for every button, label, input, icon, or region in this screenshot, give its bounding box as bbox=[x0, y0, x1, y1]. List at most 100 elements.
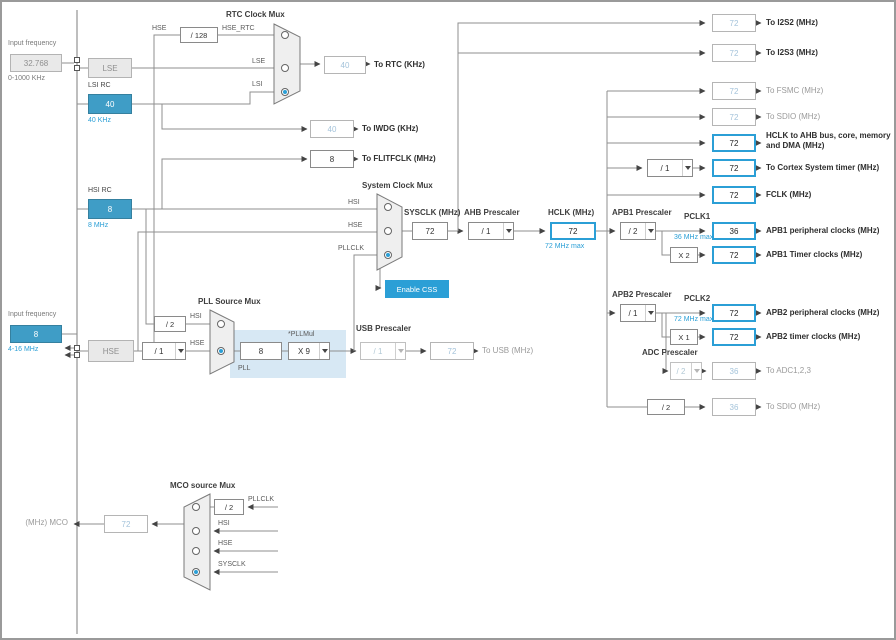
pll-input-value-box: 8 bbox=[240, 342, 282, 360]
cortex-prescaler-value: / 1 bbox=[660, 163, 670, 173]
chevron-down-icon bbox=[645, 223, 655, 239]
pll-tag-label: PLL bbox=[238, 365, 251, 372]
sdio-top-output-label: To SDIO (MHz) bbox=[766, 112, 821, 121]
mco-hsi-label: HSI bbox=[218, 520, 230, 527]
apb2-prescaler-select[interactable]: / 1 bbox=[620, 304, 656, 322]
sdio-value-box: 36 bbox=[712, 398, 756, 416]
mco-value-box: 72 bbox=[104, 515, 148, 533]
lse-input-frequency-label: Input frequency bbox=[8, 40, 57, 47]
hse-rtc-label: HSE_RTC bbox=[222, 25, 255, 32]
pll-hsi-label: HSI bbox=[190, 313, 202, 320]
fclk-value-field[interactable]: 72 bbox=[712, 186, 756, 204]
osc-in-pin bbox=[74, 345, 80, 351]
mco-radio-sysclk[interactable] bbox=[192, 568, 200, 576]
pll-source-mux-title: PLL Source Mux bbox=[198, 297, 261, 306]
lsi-frequency-box: 40 bbox=[88, 94, 132, 114]
i2s3-output-label: To I2S3 (MHz) bbox=[766, 48, 818, 57]
pllmux-radio-hse[interactable] bbox=[217, 347, 225, 355]
lse-input-frequency-field: 32.768 bbox=[10, 54, 62, 72]
sysclk-value-box: 72 bbox=[412, 222, 448, 240]
cortex-timer-value-field[interactable]: 72 bbox=[712, 159, 756, 177]
sdio-output-label: To SDIO (MHz) bbox=[766, 402, 821, 411]
pll-hsi-div2-box: / 2 bbox=[154, 316, 186, 332]
hse-oscillator-box: HSE bbox=[88, 340, 134, 362]
osc32-in-pin bbox=[74, 57, 80, 63]
mco-output-label: (MHz) MCO bbox=[25, 518, 68, 527]
usb-output-label: To USB (MHz) bbox=[482, 346, 534, 355]
rtc-mux-radio-hse[interactable] bbox=[281, 31, 289, 39]
fclk-output-label: FCLK (MHz) bbox=[766, 190, 812, 199]
lse-oscillator-box: LSE bbox=[88, 58, 132, 78]
enable-css-button[interactable]: Enable CSS bbox=[385, 280, 449, 298]
sysmux-radio-pllclk[interactable] bbox=[384, 251, 392, 259]
sysmux-radio-hsi[interactable] bbox=[384, 203, 392, 211]
apb2-timer-value-field[interactable]: 72 bbox=[712, 328, 756, 346]
adc-prescaler-select: / 2 bbox=[670, 362, 702, 380]
pll-hse-label: HSE bbox=[190, 340, 205, 347]
pllmux-radio-hsi[interactable] bbox=[217, 320, 225, 328]
iwdg-value-box: 40 bbox=[310, 120, 354, 138]
hsi-rc-label: HSI RC bbox=[88, 187, 112, 194]
chevron-down-icon bbox=[645, 305, 655, 321]
hsi-frequency-box: 8 bbox=[88, 199, 132, 219]
hse-input-frequency-field[interactable]: 8 bbox=[10, 325, 62, 343]
chevron-down-icon bbox=[503, 223, 513, 239]
sysmux-pllclk-label: PLLCLK bbox=[338, 245, 365, 252]
apb1-prescaler-title: APB1 Prescaler bbox=[612, 208, 672, 217]
rtc-lse-label: LSE bbox=[252, 58, 266, 65]
mco-pll-div2-box: / 2 bbox=[214, 499, 244, 515]
sysmux-radio-hse[interactable] bbox=[384, 227, 392, 235]
pclk2-max-note: 72 MHz max bbox=[674, 316, 714, 323]
apb2-prescaler-value: / 1 bbox=[628, 308, 638, 318]
pllmul-select[interactable]: X 9 bbox=[288, 342, 330, 360]
hclk-ahb-value-field[interactable]: 72 bbox=[712, 134, 756, 152]
adc-prescaler-value: / 2 bbox=[676, 366, 686, 376]
osc-out-pin bbox=[74, 352, 80, 358]
mco-radio-hsi[interactable] bbox=[192, 527, 200, 535]
cortex-prescaler-select[interactable]: / 1 bbox=[647, 159, 693, 177]
hse-prediv-value: / 1 bbox=[154, 346, 164, 356]
rtc-mux-radio-lsi[interactable] bbox=[281, 88, 289, 96]
mco-radio-hse[interactable] bbox=[192, 547, 200, 555]
apb2-peripheral-value-field[interactable]: 72 bbox=[712, 304, 756, 322]
apb1-timer-label: APB1 Timer clocks (MHz) bbox=[766, 250, 863, 259]
apb1-peripheral-value-field[interactable]: 36 bbox=[712, 222, 756, 240]
lse-input-range-label: 0-1000 KHz bbox=[8, 75, 45, 82]
ahb-prescaler-select[interactable]: / 1 bbox=[468, 222, 514, 240]
rtc-mux-radio-lse[interactable] bbox=[281, 64, 289, 72]
chevron-down-icon bbox=[175, 343, 185, 359]
apb1-prescaler-select[interactable]: / 2 bbox=[620, 222, 656, 240]
pllmul-label: *PLLMul bbox=[288, 331, 315, 338]
osc32-out-pin bbox=[74, 65, 80, 71]
i2s3-value-box: 72 bbox=[712, 44, 756, 62]
chevron-down-icon bbox=[682, 160, 692, 176]
usb-prescaler-value: / 1 bbox=[373, 346, 383, 356]
apb1-timer-value-field[interactable]: 72 bbox=[712, 246, 756, 264]
sdio-div2-box: / 2 bbox=[647, 399, 685, 415]
sdio-top-value-box: 72 bbox=[712, 108, 756, 126]
apb2-timer-label: APB2 timer clocks (MHz) bbox=[766, 332, 861, 341]
usb-prescaler-title: USB Prescaler bbox=[356, 324, 412, 333]
adc-value-box: 36 bbox=[712, 362, 756, 380]
system-clock-mux-title: System Clock Mux bbox=[362, 181, 433, 190]
apb1-peripheral-label: APB1 peripheral clocks (MHz) bbox=[766, 226, 880, 235]
pclk2-label: PCLK2 bbox=[684, 294, 711, 303]
apb2-peripheral-label: APB2 peripheral clocks (MHz) bbox=[766, 308, 880, 317]
chevron-down-icon bbox=[319, 343, 329, 359]
rtc-div128-box: / 128 bbox=[180, 27, 218, 43]
sysmux-hsi-label: HSI bbox=[348, 199, 360, 206]
hclk-label: HCLK (MHz) bbox=[548, 208, 595, 217]
hse-prediv-select[interactable]: / 1 bbox=[142, 342, 186, 360]
ahb-prescaler-title: AHB Prescaler bbox=[464, 208, 520, 217]
usb-prescaler-select: / 1 bbox=[360, 342, 406, 360]
flitfclk-value-box: 8 bbox=[310, 150, 354, 168]
fsmc-output-label: To FSMC (MHz) bbox=[766, 86, 824, 95]
i2s2-output-label: To I2S2 (MHz) bbox=[766, 18, 818, 27]
rtc-mux-title: RTC Clock Mux bbox=[226, 10, 285, 19]
mco-radio-pllclk[interactable] bbox=[192, 503, 200, 511]
hclk-value-field[interactable]: 72 bbox=[550, 222, 596, 240]
sysclk-label: SYSCLK (MHz) bbox=[404, 208, 461, 217]
apb2-timer-mult-box: X 1 bbox=[670, 329, 698, 345]
sysmux-hse-label: HSE bbox=[348, 222, 363, 229]
